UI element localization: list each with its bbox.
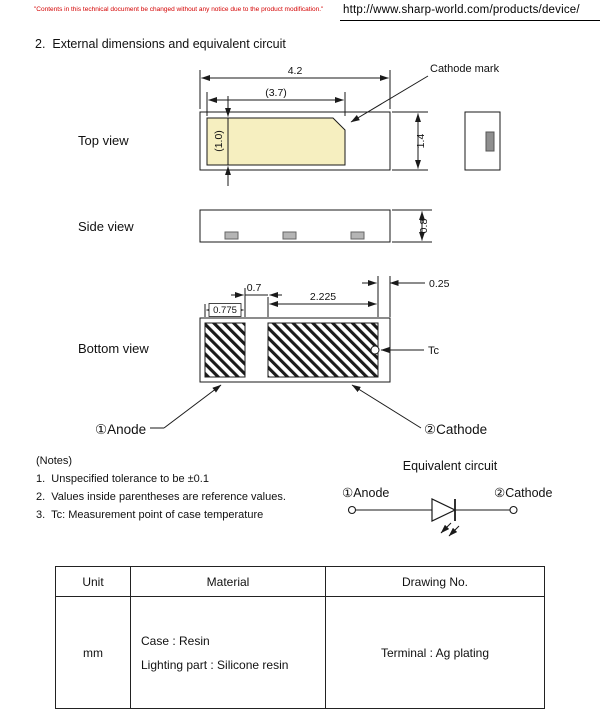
view-label-bottom: Bottom view bbox=[78, 341, 149, 356]
cathode-mark-leader bbox=[350, 75, 429, 123]
side-view-drawing bbox=[199, 209, 432, 243]
side-terminal-2 bbox=[282, 231, 297, 240]
header-rule bbox=[340, 20, 600, 21]
note-item: 1. Unspecified tolerance to be ±0.1 bbox=[36, 473, 209, 485]
diode-triangle bbox=[431, 498, 457, 522]
anode-terminal bbox=[347, 505, 357, 515]
view-label-side: Side view bbox=[78, 219, 134, 234]
dim-edge-margin: 0.25 bbox=[429, 278, 450, 290]
dim-cathode-pad-width: 2.225 bbox=[310, 291, 336, 303]
anode-pad-label: ①Anode bbox=[95, 422, 146, 437]
spec-table: Unit Material Drawing No. mm Case : Resi… bbox=[55, 566, 545, 709]
notes-block: (Notes) 1. Unspecified tolerance to be ±… bbox=[36, 455, 286, 527]
side-terminal-1 bbox=[224, 231, 239, 240]
section-title: 2. External dimensions and equivalent ci… bbox=[35, 37, 286, 51]
led-emission-arrow-1 bbox=[440, 522, 452, 534]
tc-label: Tc bbox=[428, 345, 440, 357]
end-view-body bbox=[464, 111, 501, 171]
view-label-top: Top view bbox=[78, 133, 129, 148]
table-header-material: Material bbox=[131, 567, 326, 597]
anode-leader bbox=[163, 384, 222, 429]
dim-top-width: 4.2 bbox=[288, 65, 303, 77]
dimension-drawings: Top view Side view Bottom view 4.2 (3.7)… bbox=[78, 63, 553, 537]
header-url: http://www.sharp-world.com/products/devi… bbox=[343, 4, 580, 16]
anode-pad-hatched bbox=[204, 322, 246, 378]
table-cell-unit: mm bbox=[56, 597, 131, 708]
equivalent-circuit-drawing bbox=[347, 498, 518, 537]
table-header-drawing-no: Drawing No. bbox=[326, 567, 544, 597]
dim-top-height: 1.4 bbox=[415, 134, 427, 149]
modification-notice: "Contents in this technical document be … bbox=[34, 6, 324, 13]
top-view-drawing bbox=[199, 70, 501, 186]
side-terminal-3 bbox=[350, 231, 365, 240]
circuit-cathode-label: ②Cathode bbox=[494, 486, 553, 500]
end-view-terminal bbox=[485, 131, 495, 152]
notes-title: (Notes) bbox=[36, 455, 73, 467]
cathode-pad-label: ②Cathode bbox=[424, 422, 487, 437]
note-item: 3. Tc: Measurement point of case tempera… bbox=[36, 509, 264, 521]
equivalent-circuit-title: Equivalent circuit bbox=[403, 459, 498, 473]
cathode-leader bbox=[351, 384, 422, 429]
drawing-labels: Top view Side view Bottom view 4.2 (3.7)… bbox=[78, 63, 553, 500]
dim-anode-pad-width: 0.775 bbox=[213, 305, 237, 316]
tc-point bbox=[370, 345, 380, 355]
dim-top-width-ref: (3.7) bbox=[265, 87, 287, 99]
lens-area bbox=[206, 117, 346, 166]
dim-0-775-box bbox=[208, 303, 242, 317]
cathode-terminal bbox=[509, 505, 518, 515]
table-cell-material: Case : Resin Lighting part : Silicone re… bbox=[131, 597, 326, 708]
dim-pad-gap: 0.7 bbox=[247, 282, 262, 294]
material-line-lighting: Lighting part : Silicone resin bbox=[141, 657, 289, 672]
material-line-case: Case : Resin bbox=[141, 633, 210, 648]
table-header-unit: Unit bbox=[56, 567, 131, 597]
dim-lens-height: (1.0) bbox=[213, 130, 225, 152]
cathode-pad-hatched bbox=[267, 322, 379, 378]
cathode-mark-label: Cathode mark bbox=[430, 63, 500, 75]
table-cell-drawing: Terminal : Ag plating bbox=[380, 645, 490, 660]
note-item: 2. Values inside parentheses are referen… bbox=[36, 491, 286, 503]
circuit-anode-label: ①Anode bbox=[342, 486, 389, 500]
dim-side-height: 0.8 bbox=[418, 219, 430, 234]
bottom-view-drawing bbox=[150, 276, 425, 429]
led-emission-arrow-2 bbox=[448, 525, 460, 537]
